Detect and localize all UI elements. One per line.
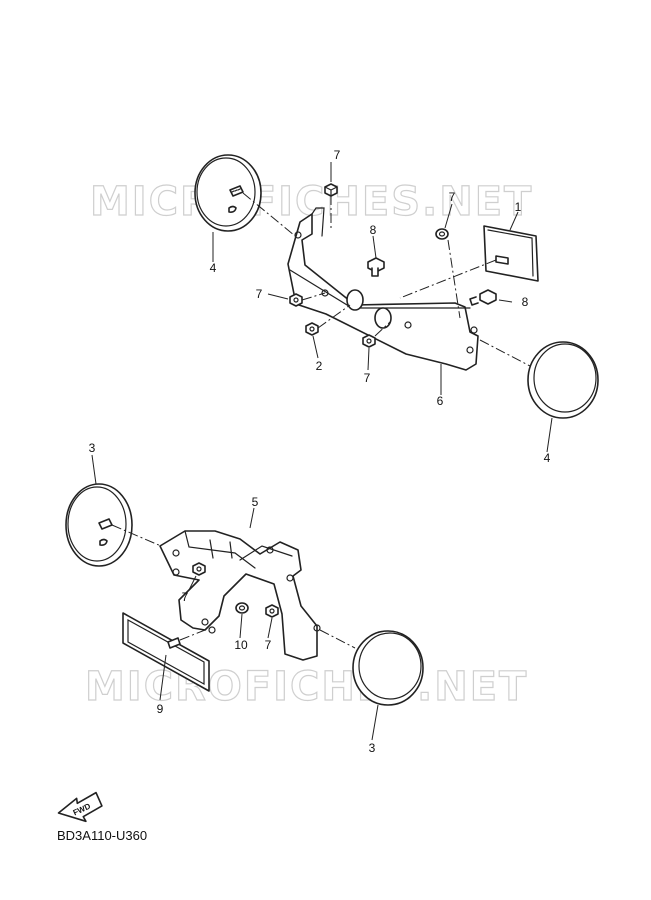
bolt-8-right <box>469 289 497 306</box>
side-reflector-3-right <box>352 630 424 706</box>
side-reflector-3-left <box>65 483 133 567</box>
callout-8-upper: 8 <box>370 223 377 237</box>
callout-5: 5 <box>252 495 259 509</box>
nut-7-mid <box>362 334 376 348</box>
callout-10: 10 <box>234 638 248 652</box>
callout-7-top-nut: 7 <box>334 148 341 162</box>
bracket-6 <box>287 207 479 371</box>
side-reflector-4-right <box>527 341 599 419</box>
callout-6: 6 <box>437 394 444 408</box>
callout-7-lower-right-nut: 7 <box>265 638 272 652</box>
callout-7-mid-nut: 7 <box>364 371 371 385</box>
callout-2: 2 <box>316 359 323 373</box>
callout-4-left: 4 <box>210 261 217 275</box>
bolt-8-upper <box>367 257 385 277</box>
nut-7-left <box>289 293 303 307</box>
callout-7-left-nut: 7 <box>256 287 263 301</box>
callout-8-right: 8 <box>522 295 529 309</box>
callout-3-right: 3 <box>369 741 376 755</box>
fwd-arrow-icon: FWD <box>57 791 103 823</box>
nut-7-top <box>324 183 338 197</box>
washer-10 <box>235 602 249 614</box>
watermark-bottom: MICROFICHES.NET <box>85 664 528 710</box>
callout-7-washer: 7 <box>449 190 456 204</box>
side-reflector-4-top-left <box>194 154 262 232</box>
nut-7-lower-right <box>265 604 279 618</box>
callout-1: 1 <box>515 200 522 214</box>
reflector-1-rectangular <box>483 225 539 282</box>
washer-7-right <box>435 228 449 240</box>
nut-7-bracket5 <box>192 562 206 576</box>
callout-4-right: 4 <box>544 451 551 465</box>
callout-9: 9 <box>157 702 164 716</box>
nut-2 <box>305 322 319 336</box>
callout-3-left: 3 <box>89 441 96 455</box>
diagram-code: BD3A110-U360 <box>57 828 147 843</box>
callout-7-bracket5-nut: 7 <box>182 590 189 604</box>
reflector-9-rectangular <box>122 612 210 692</box>
